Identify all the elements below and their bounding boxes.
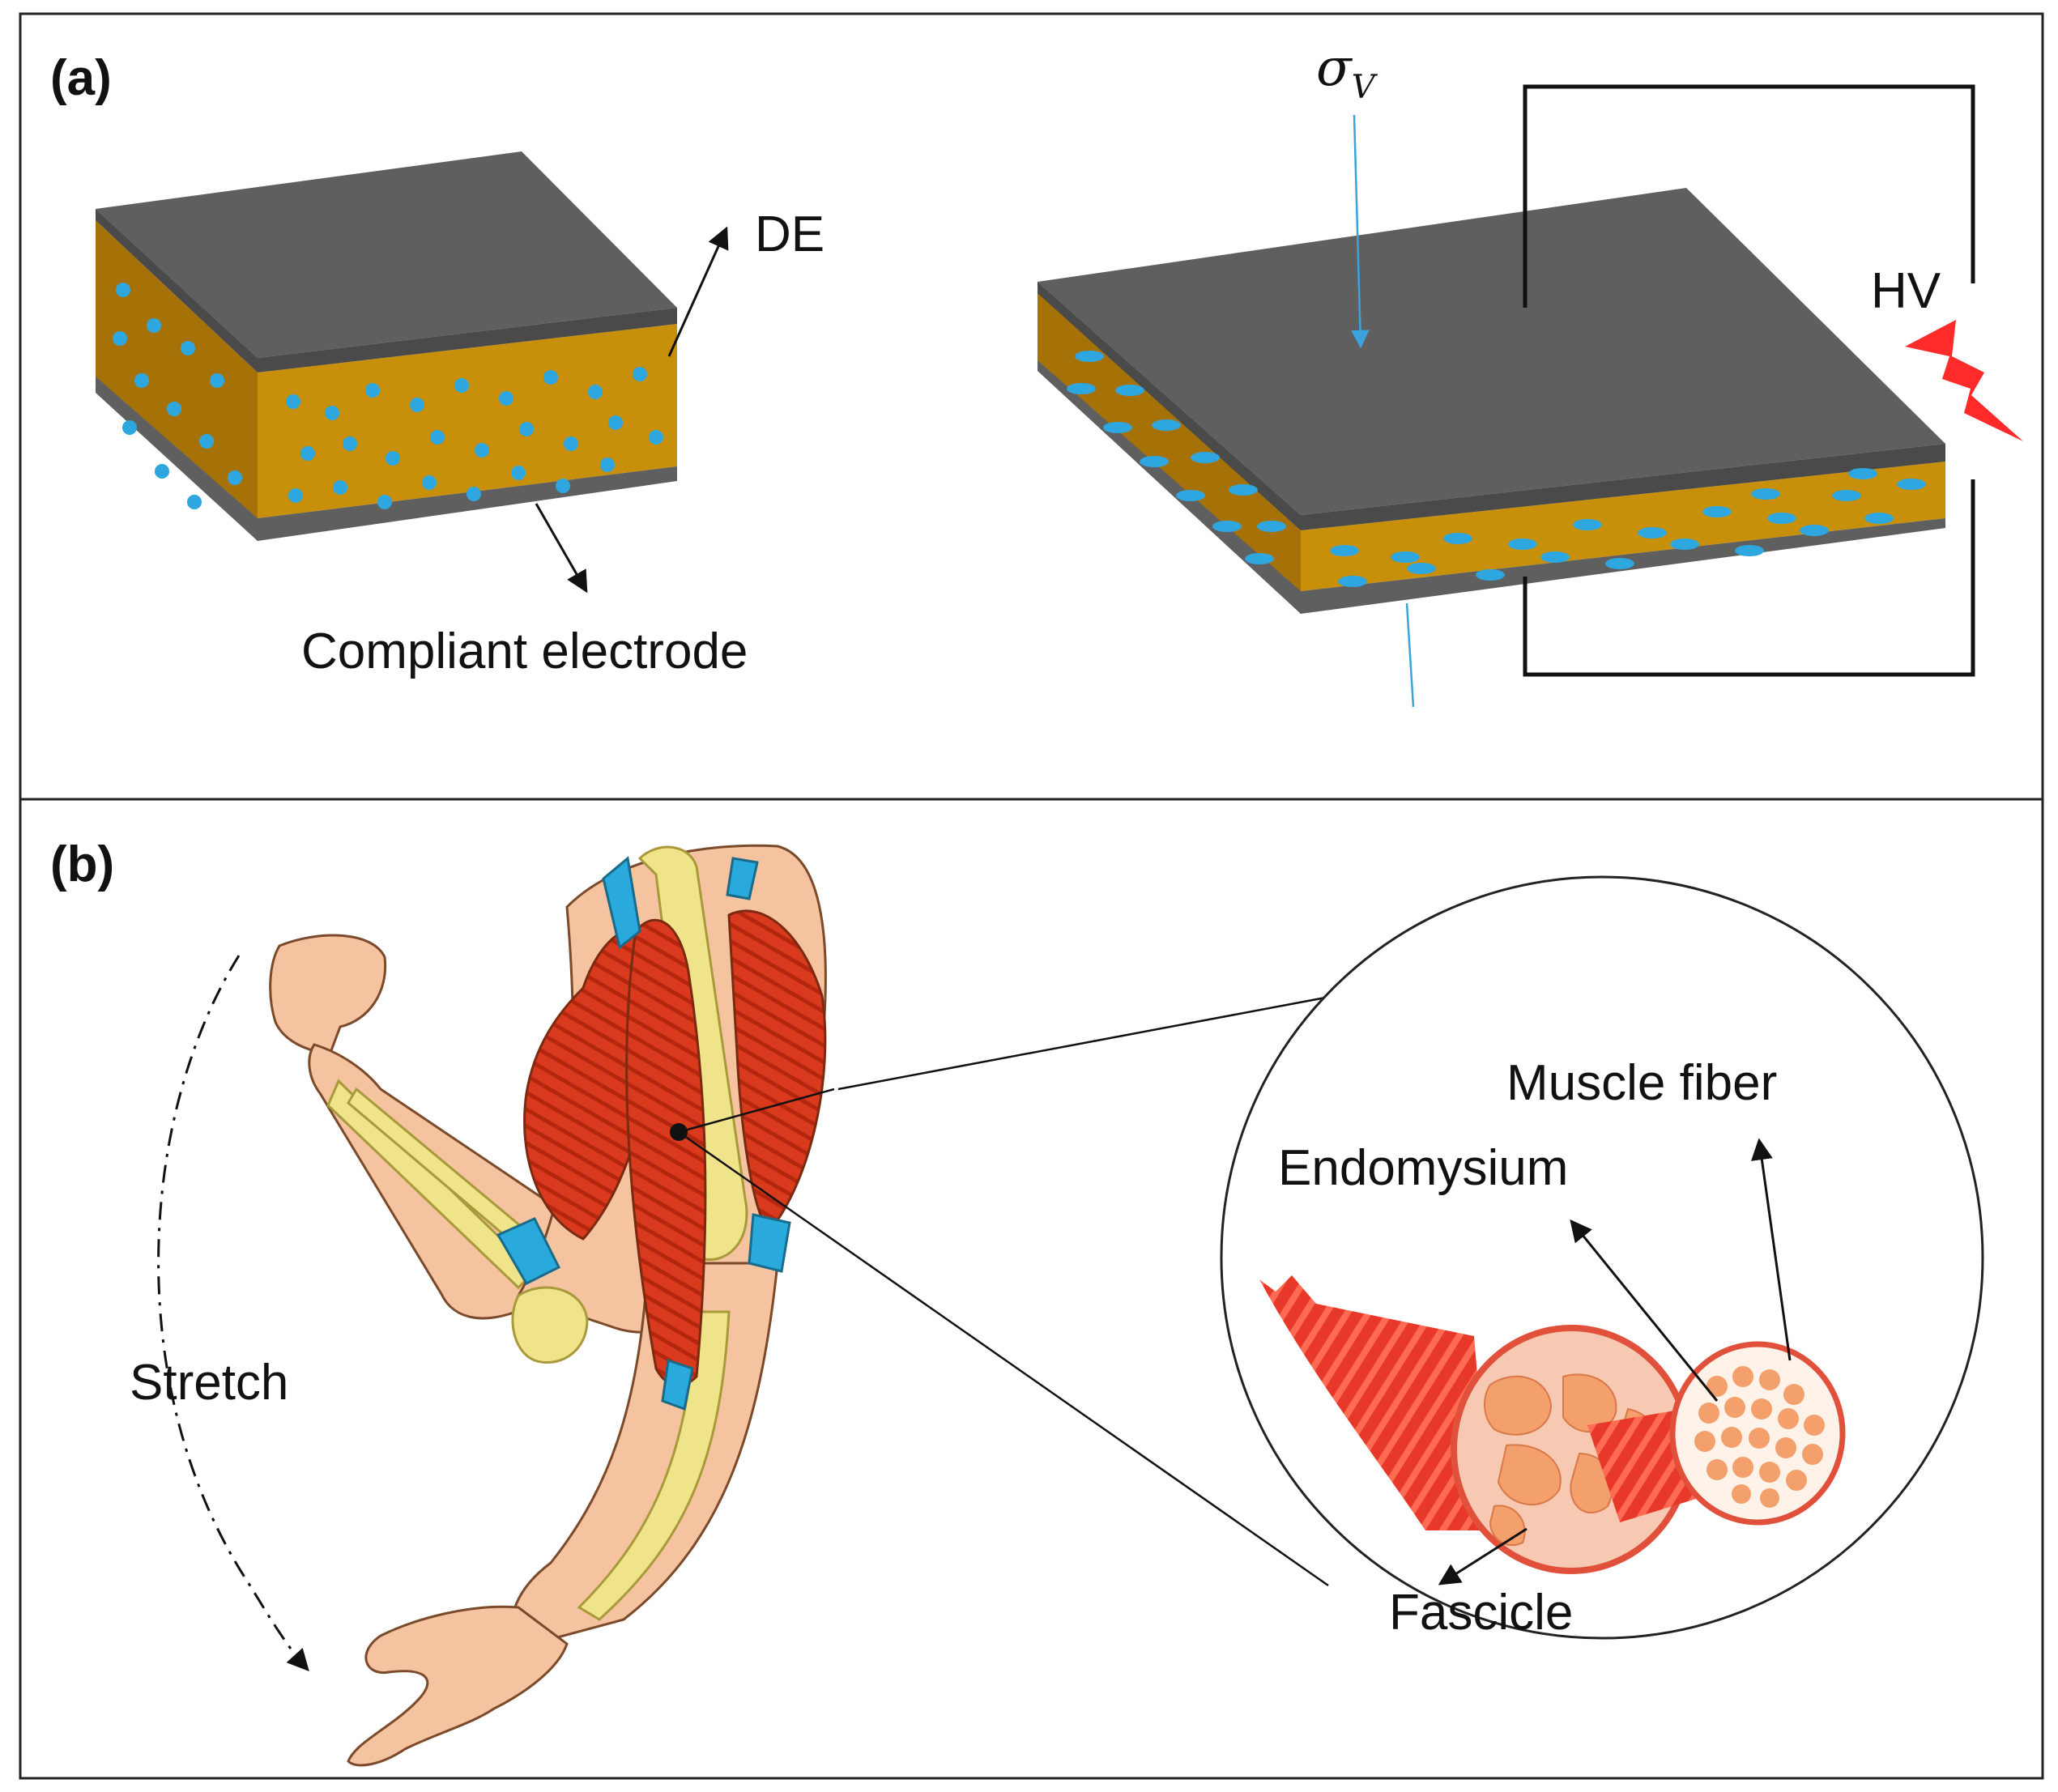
zoom-line-muscle-link — [678, 1088, 835, 1134]
triceps-muscle — [727, 909, 827, 1233]
particle-cluster-actuated — [1067, 351, 1926, 587]
de-block-unstrained — [96, 151, 677, 541]
panel-b-frame — [19, 798, 2044, 1780]
circuit-bottom-wire — [1523, 479, 1975, 677]
top-electrode — [96, 151, 677, 358]
muscle-fiber-dots — [1694, 1366, 1825, 1508]
compliant-electrode-label: Compliant electrode — [301, 624, 748, 679]
muscle-fiber-label: Muscle fiber — [1506, 1055, 1777, 1111]
stretch-arc-arrow — [157, 955, 309, 1671]
panel-b-label: (b) — [50, 836, 114, 892]
fascicle-arrow — [1438, 1527, 1528, 1586]
extended-arm-illustration — [347, 1262, 779, 1767]
actuated-left-face — [1038, 287, 1301, 614]
de-front-face — [258, 324, 677, 518]
de-block-actuated — [1038, 188, 1945, 614]
muscle-group — [496, 845, 827, 1411]
fascicle-label: Fascicle — [1389, 1585, 1573, 1641]
de-pointer-arrow — [667, 226, 729, 357]
stretch-label: Stretch — [130, 1355, 288, 1411]
endomysium-arrow — [1570, 1219, 1719, 1402]
stress-label: σV — [1316, 38, 1378, 106]
flexed-fist — [269, 934, 387, 1054]
extended-forearm-bone — [577, 1310, 731, 1621]
tendon-top — [602, 856, 641, 950]
zoom-line-lower — [678, 1130, 1329, 1587]
elbow-joint — [511, 1286, 589, 1364]
tendon-mid — [496, 1217, 561, 1285]
circuit-top-wire — [1523, 84, 1975, 308]
electrode-pointer-arrow — [535, 503, 588, 594]
stress-line-below — [1405, 602, 1415, 708]
de-left-face — [96, 220, 258, 541]
brachialis-muscle — [625, 918, 707, 1387]
muscle-fiber-arrow — [1750, 1138, 1792, 1361]
tendon-right — [748, 1213, 791, 1273]
actuated-front-face — [1301, 462, 1945, 591]
stress-subscript: V — [1352, 69, 1378, 106]
forearm-bone — [326, 1079, 537, 1290]
stress-symbol: σ — [1316, 38, 1353, 98]
panel-a-label: (a) — [50, 50, 112, 106]
top-electrode-front-edge — [96, 209, 677, 372]
fascicle-illustration — [1259, 1275, 1846, 1574]
stress-arrow — [1351, 114, 1370, 349]
extended-hand — [347, 1605, 569, 1767]
tendon-lower — [661, 1359, 694, 1411]
de-label: DE — [755, 206, 824, 262]
fascicle-bundle — [1259, 1275, 1490, 1530]
actuated-bottom-electrode — [1038, 360, 1945, 614]
lightning-icon — [1905, 320, 2023, 441]
bottom-electrode — [96, 377, 677, 541]
endomysium-label: Endomysium — [1278, 1140, 1568, 1196]
particle-cluster-unstrained — [113, 283, 663, 509]
tendon-upper-right — [726, 857, 759, 900]
actuated-top-electrode — [1038, 188, 1945, 515]
hv-label: HV — [1871, 263, 1941, 319]
